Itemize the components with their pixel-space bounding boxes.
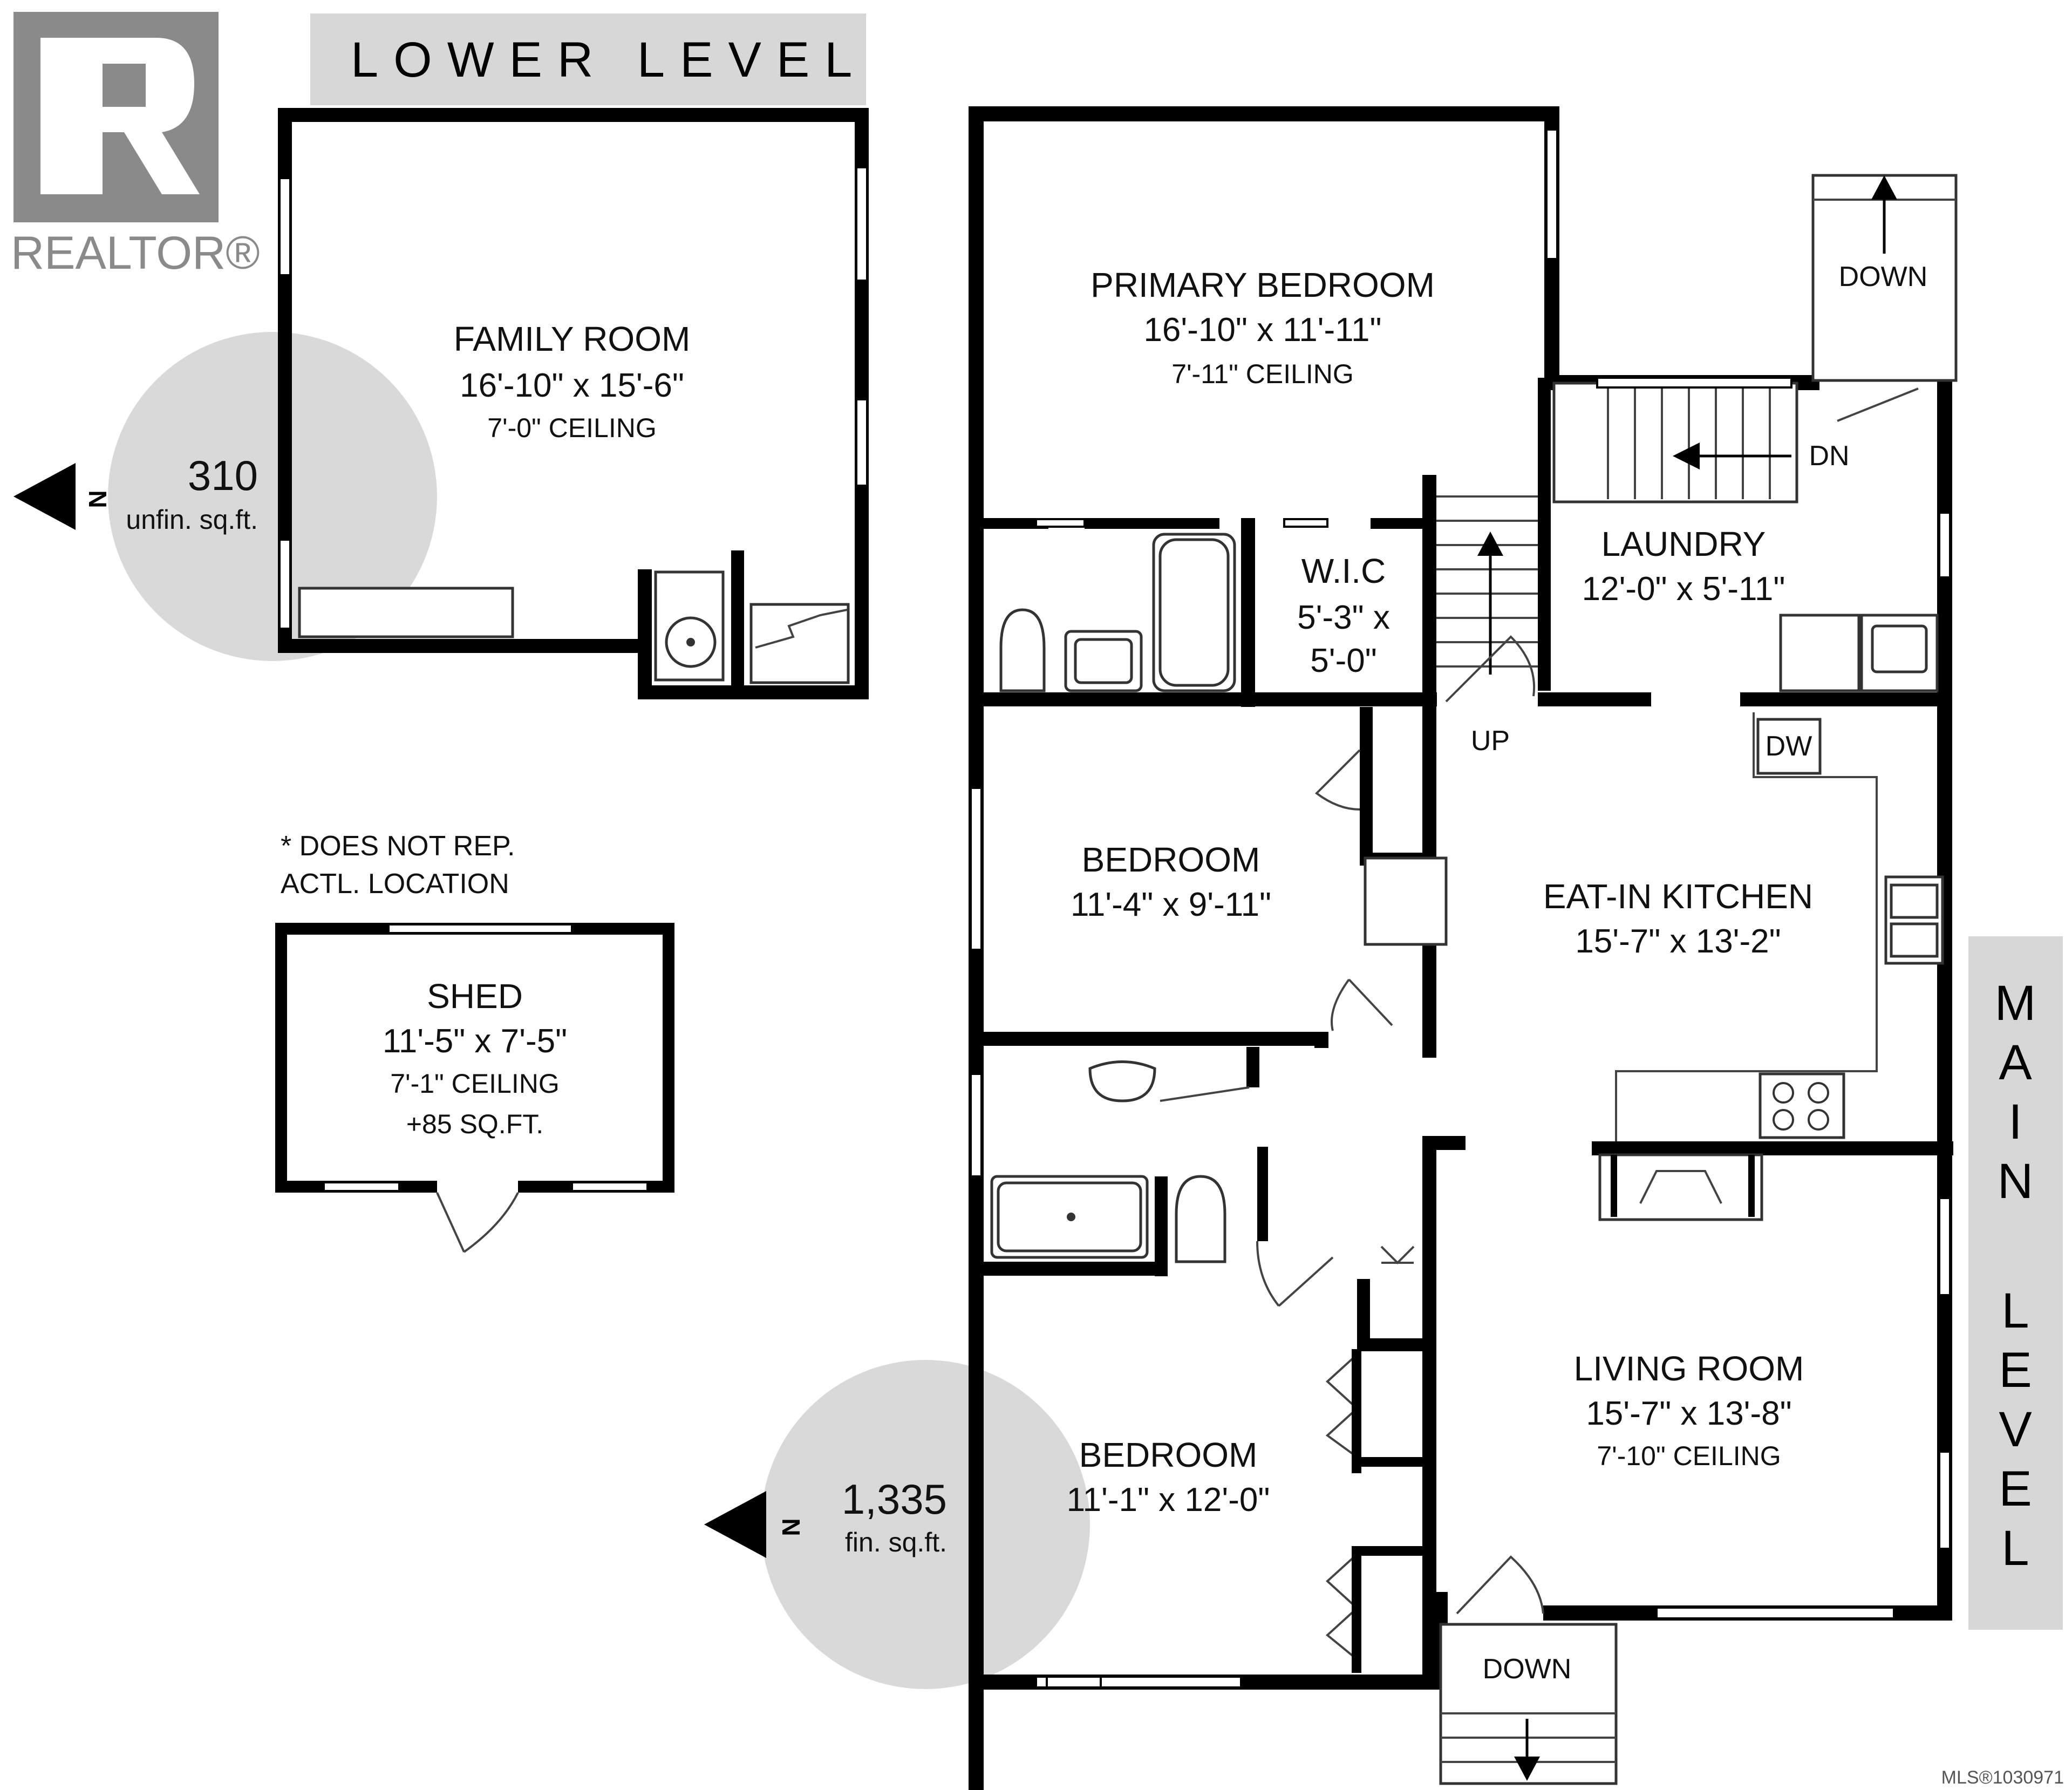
living-room-ceiling: 7'-10" CEILING: [1597, 1441, 1781, 1471]
north-label: N: [84, 490, 112, 508]
shed-dims: 11'-5" x 7'-5": [383, 1023, 567, 1060]
realtor-logo-text: REALTOR®: [11, 227, 260, 279]
lower-level-banner: LOWER LEVEL: [310, 13, 867, 105]
up-label: UP: [1471, 725, 1510, 757]
kitchen-name: EAT-IN KITCHEN: [1543, 877, 1813, 916]
family-room-name: FAMILY ROOM: [454, 319, 691, 358]
bedroom-1-name: BEDROOM: [1082, 840, 1260, 879]
shed-ceiling: 7'-1" CEILING: [390, 1068, 560, 1099]
down-bottom-label: DOWN: [1483, 1653, 1572, 1685]
wic-dims-line1: 5'-3" x: [1297, 599, 1390, 636]
bedroom-1-fixtures: [1314, 749, 1448, 1031]
shed-name: SHED: [427, 977, 523, 1016]
living-room-dims: 15'-7" x 13'-8": [1586, 1395, 1791, 1432]
main-level-walls: [969, 106, 1953, 1790]
realtor-logo: REALTOR®: [11, 12, 260, 279]
family-room-ceiling: 7'-0" CEILING: [487, 413, 657, 443]
lower-area-badge: N 310 unfin. sq.ft.: [13, 332, 437, 661]
dn-label: DN: [1809, 440, 1849, 472]
location-note-line2: ACTL. LOCATION: [281, 868, 509, 900]
family-room-dims: 16'-10" x 15'-6": [460, 367, 684, 404]
primary-bedroom-name: PRIMARY BEDROOM: [1090, 266, 1435, 304]
primary-bath-fixtures: [999, 518, 1328, 696]
living-room-name: LIVING ROOM: [1574, 1349, 1804, 1388]
front-steps: [1439, 1555, 1618, 1785]
main-area-label: fin. sq.ft.: [845, 1527, 947, 1557]
main-level-banner: M A I N L E V E L: [1968, 936, 2063, 1630]
laundry-dims: 12'-0" x 5'-11": [1582, 570, 1785, 608]
bedroom-1-dims: 11'-4" x 9'-11": [1071, 886, 1271, 923]
north-label: N: [777, 1518, 805, 1536]
kitchen-dims: 15'-7" x 13'-2": [1575, 923, 1781, 960]
main-area-value: 1,335: [842, 1475, 947, 1523]
wic-name: W.I.C: [1301, 552, 1386, 590]
primary-bedroom-dims: 16'-10" x 11'-11": [1143, 311, 1381, 349]
main-level-letter: V: [1999, 1402, 2032, 1457]
laundry-name: LAUNDRY: [1601, 525, 1766, 563]
main-area-badge: N 1,335 fin. sq.ft.: [704, 1360, 1090, 1689]
main-level-letter: I: [2008, 1094, 2022, 1149]
shed-walls: [275, 923, 674, 1253]
lower-level-label: LOWER LEVEL: [351, 32, 867, 87]
main-bath-fixtures: [990, 1060, 1334, 1307]
family-room-walls: [278, 108, 869, 699]
laundry-area: [1552, 174, 1958, 692]
main-level-letter: A: [1999, 1035, 2032, 1090]
main-level-letter: L: [2001, 1283, 2029, 1338]
main-level-letter: N: [1998, 1154, 2033, 1209]
bedroom-2-name: BEDROOM: [1079, 1435, 1258, 1474]
stairs-up: [1436, 495, 1538, 703]
kitchen-fixtures: [1598, 712, 1944, 1221]
bedroom-2-dims: 11'-1" x 12'-0": [1067, 1481, 1270, 1519]
mls-number: MLS®1030971: [1941, 1767, 2064, 1788]
shed-extra: +85 SQ.FT.: [406, 1109, 543, 1139]
main-level-letter: E: [1999, 1461, 2032, 1516]
lower-area-label: unfin. sq.ft.: [126, 505, 258, 535]
main-level-letter: M: [1995, 976, 2036, 1031]
main-level-letter: L: [2001, 1521, 2029, 1576]
lower-area-value: 310: [188, 452, 258, 499]
primary-bedroom-ceiling: 7'-11" CEILING: [1171, 359, 1354, 389]
wic-dims-line2: 5'-0": [1310, 642, 1376, 679]
bedroom-2-fixtures: [1325, 1245, 1433, 1673]
location-note-line1: * DOES NOT REP.: [281, 831, 515, 862]
main-level-letter: E: [1999, 1343, 2032, 1398]
dw-label: DW: [1766, 731, 1812, 762]
down-top-label: DOWN: [1839, 261, 1928, 292]
